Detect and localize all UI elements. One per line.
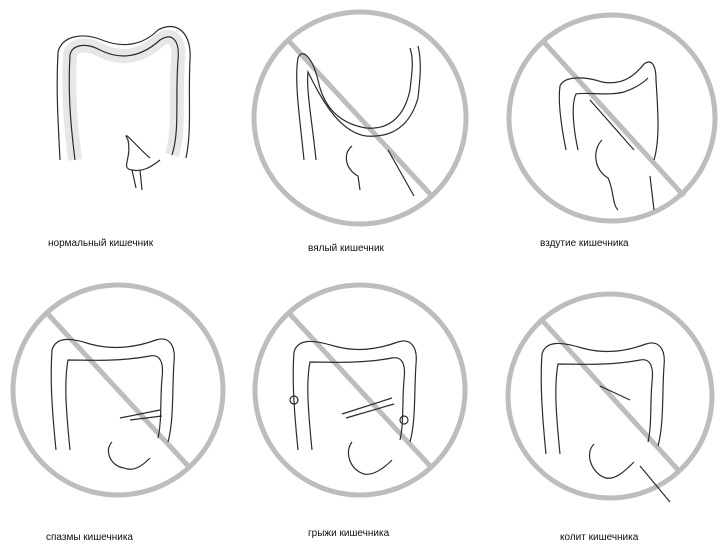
prohibition-circle: [252, 282, 468, 498]
prohibition-circle: [251, 9, 469, 227]
panel-bloating: вздутие кишечника: [484, 0, 727, 270]
panel-normal: нормальный кишечник: [0, 0, 242, 270]
colon-drawing: [289, 340, 417, 475]
colon-illustration-normal: [56, 25, 191, 191]
caption-sluggish: вялый кишечник: [308, 243, 384, 254]
colon-illustration-sluggish: [251, 9, 469, 227]
caption-bloating: вздутие кишечника: [540, 238, 629, 249]
prohibition-slash: [286, 310, 434, 470]
panel-colitis: колит кишечника: [484, 270, 727, 556]
colon-drawing: [296, 45, 421, 197]
panel-spasm: спазмы кишечника: [0, 270, 242, 556]
colon-drawing: [50, 338, 175, 470]
prohibition-slash: [540, 38, 686, 198]
prohibition-slash: [538, 316, 682, 474]
prohibition-circle: [506, 12, 718, 224]
colon-illustration-bloating: [506, 12, 718, 224]
colon-drawing: [56, 25, 191, 191]
panel-hernia: грыжи кишечника: [242, 270, 484, 556]
colon-illustration-hernia: [252, 282, 468, 498]
caption-colitis: колит кишечника: [560, 532, 639, 543]
colon-drawing: [558, 61, 659, 211]
colon-illustration-colitis: [505, 291, 715, 503]
prohibition-slash: [44, 310, 192, 470]
colon-drawing: [540, 342, 671, 503]
caption-spasm: спазмы кишечника: [46, 532, 133, 543]
caption-normal: нормальный кишечник: [48, 238, 154, 249]
colon-illustration-spasm: [10, 282, 226, 498]
prohibition-slash: [286, 38, 434, 198]
caption-hernia: грыжи кишечника: [308, 528, 390, 539]
prohibition-circle: [10, 282, 226, 498]
prohibition-circle: [505, 291, 715, 501]
panel-sluggish: вялый кишечник: [242, 0, 484, 270]
